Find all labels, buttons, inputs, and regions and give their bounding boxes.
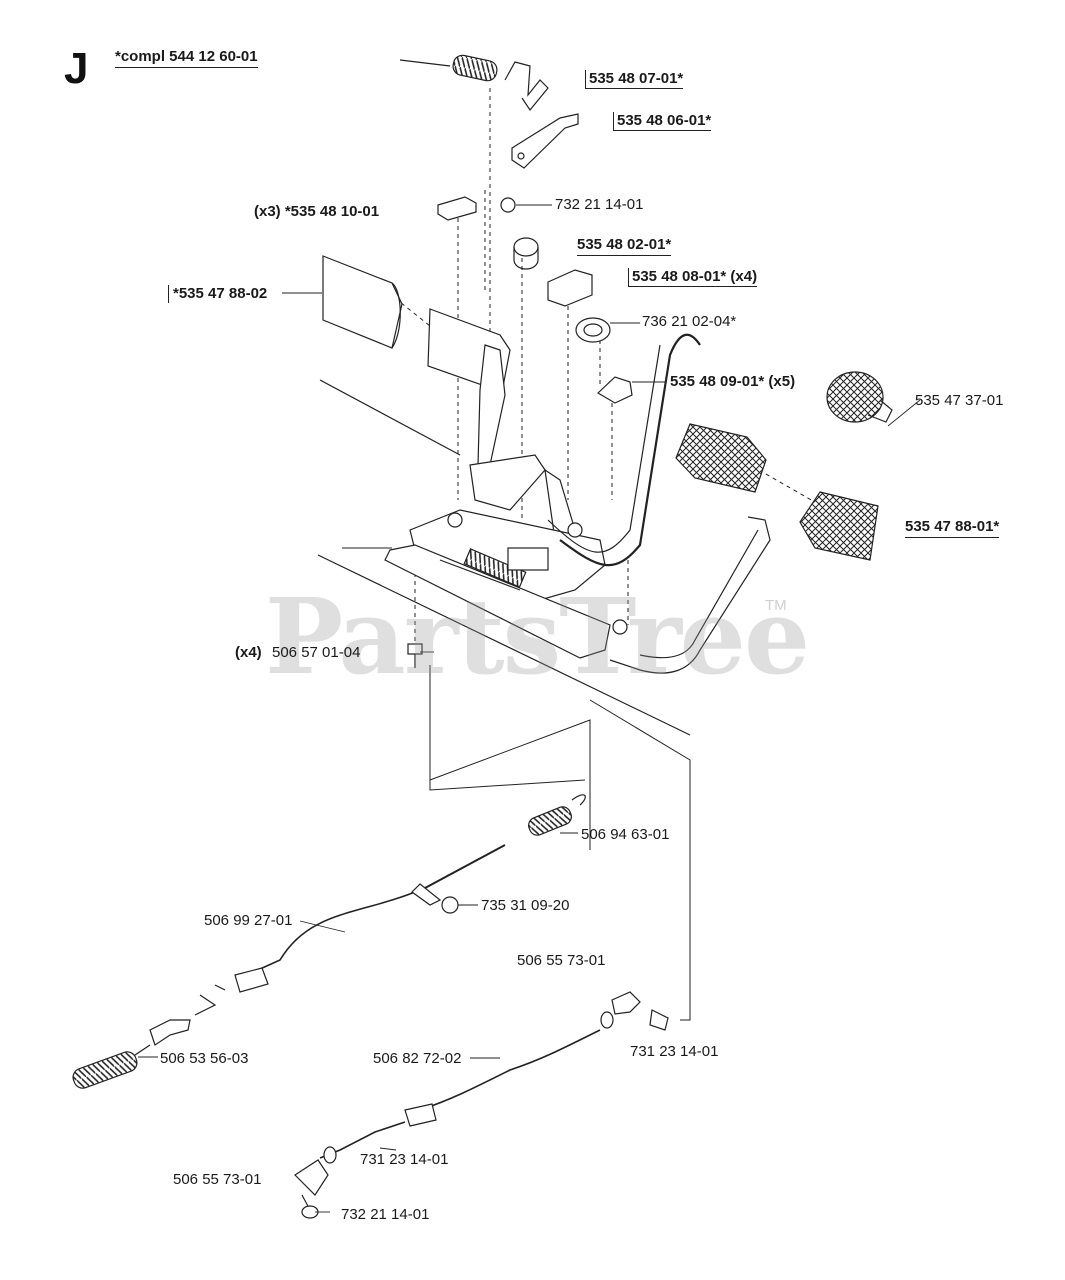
floor-outline-upper (319, 379, 461, 456)
assembly-ref: *compl 544 12 60-01 (115, 48, 258, 68)
part-label-12[interactable]: 506 57 01-04 (272, 644, 361, 661)
part-label-13[interactable]: 506 94 63-01 (581, 826, 670, 843)
washer (575, 317, 611, 343)
ball-joint-lower (294, 1159, 329, 1219)
nut-top (500, 197, 516, 213)
pad-block-small (437, 196, 477, 221)
top-spring (399, 54, 549, 112)
part-label-14[interactable]: 735 31 09-20 (481, 897, 570, 914)
pedal-arm-right (547, 333, 771, 674)
section-letter: J (64, 44, 89, 93)
part-label-3[interactable]: 732 21 14-01 (555, 196, 644, 213)
pedal-pad-right (675, 423, 879, 561)
spring-506-94 (528, 794, 586, 836)
part-label-5[interactable]: 535 48 02-01* (577, 236, 672, 256)
watermark: PartsTree (265, 575, 810, 698)
part-label-21[interactable]: 506 55 73-01 (173, 1171, 262, 1188)
part-label-20[interactable]: 731 23 14-01 (360, 1151, 449, 1168)
part-label-2[interactable]: 535 48 06-01* (613, 112, 712, 131)
pedal-lever-left (469, 344, 576, 541)
cable-upper (149, 844, 506, 1046)
part-label-11[interactable]: 535 47 88-01* (905, 518, 1000, 538)
part-label-10[interactable]: 535 47 37-01 (915, 392, 1004, 409)
part-label-12-qty: (x4) (235, 644, 262, 661)
floor-outline-lower (317, 554, 691, 736)
pedal-cover-left (322, 255, 511, 393)
part-label-17[interactable]: 731 23 14-01 (630, 1043, 719, 1060)
part-label-1[interactable]: 535 48 07-01* (585, 70, 684, 89)
spring-506-53 (72, 1051, 138, 1089)
part-label-18[interactable]: 506 53 56-03 (160, 1050, 249, 1067)
part-label-15[interactable]: 506 99 27-01 (204, 912, 293, 929)
watermark-tm: TM (765, 597, 787, 614)
part-label-6[interactable]: 535 48 08-01* (x4) (628, 268, 758, 287)
part-label-19[interactable]: 506 82 72-02 (373, 1050, 462, 1067)
cable-lower (319, 1029, 601, 1164)
clip (597, 376, 633, 404)
bushing (513, 237, 539, 270)
bracket-block (547, 269, 593, 307)
part-label-8[interactable]: 736 21 02-04* (642, 313, 737, 330)
part-label-9[interactable]: 535 48 09-01* (x5) (670, 373, 796, 390)
base-plate (384, 509, 628, 659)
bolt (407, 643, 423, 668)
knob (826, 371, 893, 423)
part-label-4[interactable]: (x3) *535 48 10-01 (254, 203, 380, 220)
nut-735 (441, 896, 459, 914)
part-label-16[interactable]: 506 55 73-01 (517, 952, 606, 969)
part-label-7[interactable]: *535 47 88-02 (168, 285, 267, 303)
part-label-22[interactable]: 732 21 14-01 (341, 1206, 430, 1223)
lever-plate-top (511, 113, 579, 169)
ball-joint-upper (600, 991, 669, 1031)
